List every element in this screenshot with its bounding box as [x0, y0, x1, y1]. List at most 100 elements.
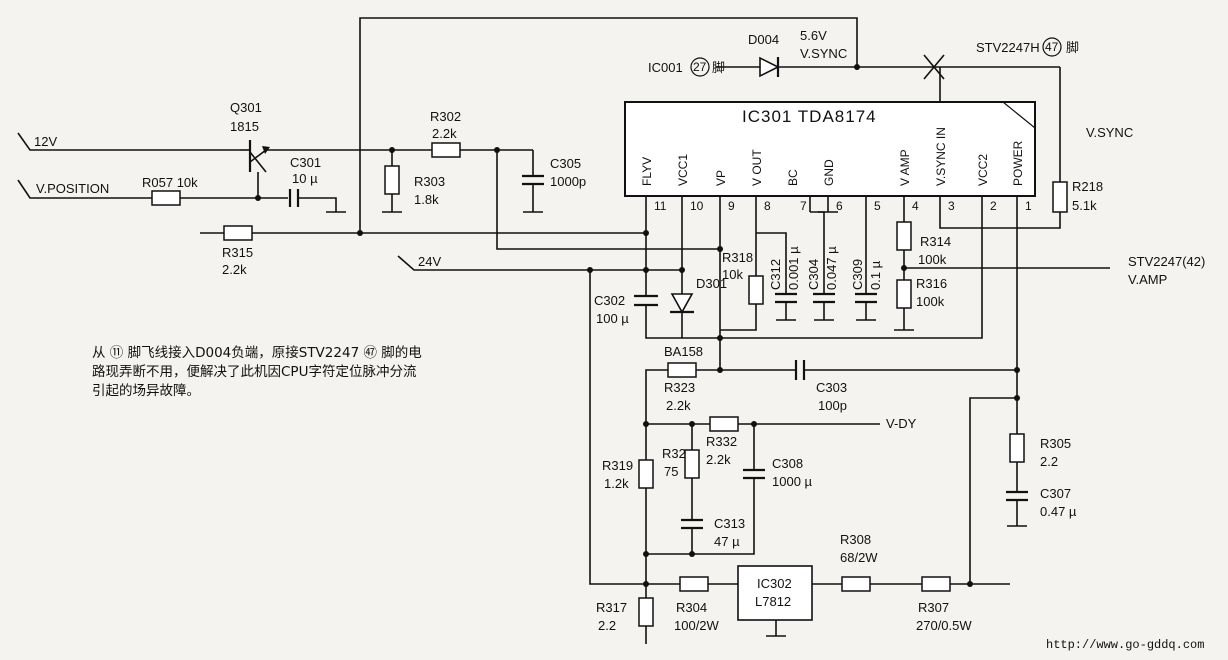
ic301-pin-name: FLYV — [640, 157, 654, 186]
wire-vposition — [17, 179, 152, 199]
ic301-pin-name: V.SYNC IN — [934, 127, 948, 186]
junction-d004 — [854, 64, 860, 70]
label-r318: R318 — [722, 250, 753, 265]
r303-resistor — [384, 165, 400, 195]
q301-transistor — [240, 140, 270, 173]
junction-r317 — [643, 581, 649, 587]
label-q301: Q301 — [230, 100, 262, 115]
label-vposition: V.POSITION — [36, 181, 109, 196]
label-r303: R303 — [414, 174, 445, 189]
r057-resistor — [151, 190, 181, 206]
label-r332-value: 2.2k — [706, 452, 731, 467]
label-r319: R319 — [602, 458, 633, 473]
ic301-pin-number: 6 — [836, 199, 843, 213]
d004-diode — [759, 56, 780, 78]
label-c301: C301 — [290, 155, 321, 170]
label-c307-value: 0.47 µ — [1040, 504, 1077, 519]
label-r304-value: 100/2W — [674, 618, 720, 633]
label-12v: 12V — [34, 134, 57, 149]
c301-to-ground — [298, 197, 337, 212]
label-c307: C307 — [1040, 486, 1071, 501]
c308-bottom — [646, 478, 755, 555]
junction-r307 — [967, 581, 973, 587]
label-c302-value: 100 µ — [596, 311, 629, 326]
label-r314-value: 100k — [918, 252, 947, 267]
label-r32: R32 — [662, 446, 686, 461]
label-vsync-right: V.SYNC — [1086, 125, 1133, 140]
label-jiao2: 脚 — [1066, 40, 1079, 55]
bus-338 — [645, 196, 983, 339]
ic301-pin-name: BC — [786, 169, 800, 186]
label-vdy: V-DY — [886, 416, 917, 431]
ic301-pin-name: VP — [714, 170, 728, 186]
wire-power-r307 — [969, 397, 1017, 584]
c309-capacitor — [855, 292, 877, 304]
c303-capacitor — [794, 360, 806, 380]
r218-to-pin3 — [939, 196, 1061, 229]
label-c304-value: 0.047 µ — [824, 246, 839, 290]
ic301-pin-number: 1 — [1025, 199, 1032, 213]
label-r307: R307 — [918, 600, 949, 615]
label-r315-value: 2.2k — [222, 262, 247, 277]
label-r319-value: 1.2k — [604, 476, 629, 491]
label-r317-value: 2.2 — [598, 618, 616, 633]
c307-capacitor — [1006, 490, 1028, 502]
label-24v: 24V — [418, 254, 441, 269]
label-c301-value: 10 µ — [292, 171, 318, 186]
r323-resistor — [667, 362, 697, 378]
label-c304: C304 — [806, 259, 821, 290]
label-r302-value: 2.2k — [432, 126, 457, 141]
label-r323-value: 2.2k — [666, 398, 691, 413]
label-c309: C309 — [850, 259, 865, 290]
junction-vp — [717, 246, 723, 252]
ic301-pin-name: VCC2 — [976, 154, 990, 186]
c305-capacitor — [522, 174, 544, 186]
label-c309-value: 0.1 µ — [868, 260, 883, 290]
c308-capacitor — [743, 468, 765, 480]
break-mark-icon — [923, 54, 945, 80]
label-r308-value: 68/2W — [840, 550, 878, 565]
label-r332: R332 — [706, 434, 737, 449]
label-stv-pin: 47 — [1045, 40, 1059, 54]
junction-r315 — [357, 230, 363, 236]
label-vsync: V.SYNC — [800, 46, 847, 61]
r307-resistor — [921, 576, 951, 592]
r305-resistor — [1009, 433, 1025, 463]
r32-resistor — [684, 449, 700, 479]
ic301-pin-number: 7 — [800, 199, 807, 213]
annotation-note: 从 ⑪ 脚飞线接入D004负端，原接STV2247 ㊼ 脚的电路现弄断不用，便解… — [92, 345, 422, 399]
label-c302: C302 — [594, 293, 625, 308]
ic301-pin-number: 8 — [764, 199, 771, 213]
c304-capacitor — [813, 292, 835, 304]
label-r305: R305 — [1040, 436, 1071, 451]
ic302-box — [737, 565, 813, 621]
label-r317: R317 — [596, 600, 627, 615]
r318-to-vp — [720, 304, 757, 331]
label-r057: R057 10k — [142, 175, 198, 190]
label-r218: R218 — [1072, 179, 1103, 194]
ic301-chip: IC301 TDA8174 — [624, 101, 1036, 197]
pin-circle-47 — [1042, 37, 1062, 57]
wire-r323-left — [645, 369, 668, 424]
label-r318-value: 10k — [722, 267, 743, 282]
ic301-pin-number: 9 — [728, 199, 735, 213]
r314-resistor — [896, 221, 912, 251]
top-flying-wire — [359, 17, 858, 233]
ic301-pin-name: V AMP — [898, 149, 912, 186]
label-stv-amp-1: STV2247(42) — [1128, 254, 1205, 269]
ic301-pin-number: 5 — [874, 199, 881, 213]
label-ic302-value: L7812 — [755, 594, 791, 609]
junction-base — [255, 195, 261, 201]
pin-circle-27 — [690, 57, 710, 77]
r315-resistor — [223, 225, 253, 241]
ic301-pin-number: 11 — [654, 199, 667, 213]
label-d004: D004 — [748, 32, 779, 47]
r302-resistor — [431, 142, 461, 158]
c301-capacitor — [288, 189, 300, 207]
r304-resistor — [679, 576, 709, 592]
label-r316: R316 — [916, 276, 947, 291]
label-5v6: 5.6V — [800, 28, 827, 43]
label-ic302: IC302 — [757, 576, 792, 591]
